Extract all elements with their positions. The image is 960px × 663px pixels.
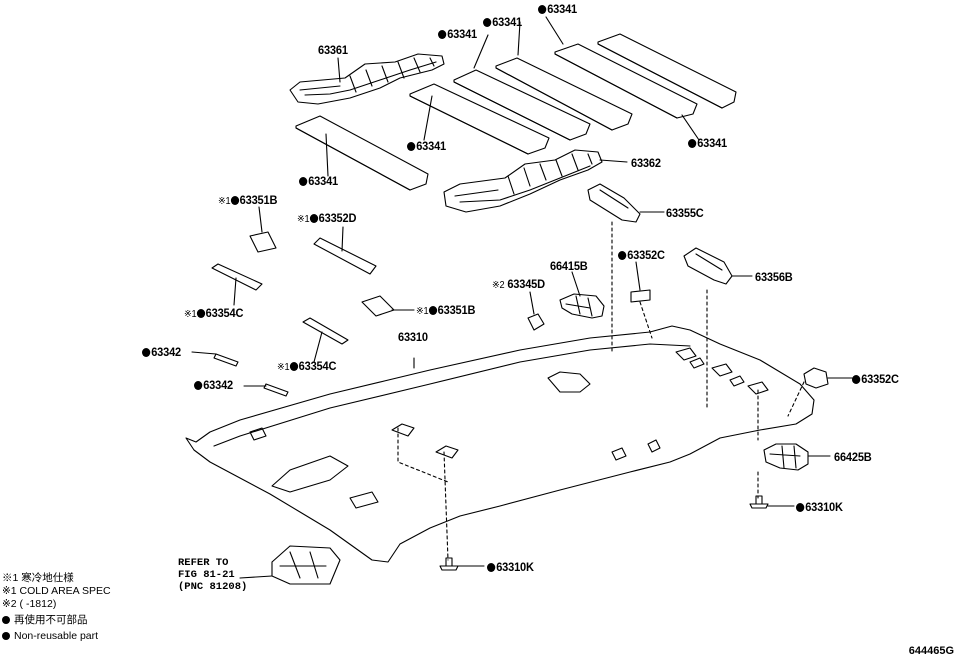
strip-63342-upper [213, 353, 239, 367]
part-label-63341-c[interactable]: 63341 [438, 27, 477, 41]
headliner-63310 [185, 325, 815, 563]
non-reusable-dot-icon [618, 251, 627, 260]
roof-strip-63341-3 [495, 57, 633, 131]
non-reusable-dot-icon [538, 5, 547, 14]
non-reusable-dot-icon [487, 563, 496, 572]
roof-strip-63341-4 [453, 69, 591, 141]
part-label-66425B[interactable]: 66425B [834, 450, 872, 464]
part-label-63342-lower[interactable]: 63342 [194, 378, 233, 392]
part-label-63342-upper[interactable]: 63342 [142, 345, 181, 359]
figure-id: 644465G [908, 645, 954, 657]
foam-block-63361 [289, 53, 445, 105]
non-reusable-dot-icon [194, 381, 203, 390]
part-label-63352C-right[interactable]: 63352C [852, 372, 899, 386]
pad-63354C-upper [211, 263, 263, 291]
bracket-66425B [763, 443, 809, 471]
part-label-63361[interactable]: 63361 [318, 43, 348, 57]
non-reusable-dot-icon [299, 177, 308, 186]
non-reusable-dot-icon [309, 214, 318, 223]
pad-63354C-lower [302, 317, 349, 345]
part-label-63362[interactable]: 63362 [631, 156, 661, 170]
part-label-63356B[interactable]: 63356B [755, 270, 793, 284]
non-reusable-dot-icon [407, 142, 416, 151]
part-label-63352C-upper[interactable]: 63352C [618, 248, 665, 262]
part-label-63341-e[interactable]: 63341 [688, 136, 727, 150]
non-reusable-dot-icon [796, 503, 805, 512]
legend-dot-en: Non-reusable part [2, 630, 98, 643]
legend-mark2: ※2 ( -1812) [2, 598, 57, 610]
legend-mark1-en: ※1 COLD AREA SPEC [2, 585, 111, 597]
screw-63310K-right [749, 495, 769, 509]
dome-lamp-reference [271, 545, 341, 585]
roof-strip-63341-6 [295, 115, 429, 191]
non-reusable-dot-icon [438, 30, 447, 39]
pad-63352C-right [803, 367, 829, 389]
non-reusable-dot-icon [483, 18, 492, 27]
roof-strip-63341-2 [554, 43, 698, 119]
pad-63351B-upper [249, 231, 277, 253]
pad-63345D [527, 313, 545, 331]
part-label-63341-f[interactable]: 63341 [299, 174, 338, 188]
part-label-63310K-right[interactable]: 63310K [796, 500, 843, 514]
non-reusable-dot-icon [230, 196, 239, 205]
non-reusable-dot-icon [196, 309, 205, 318]
pad-63351B-lower [361, 295, 395, 317]
legend-mark1-jp: ※1 寒冷地仕様 [2, 572, 74, 584]
holder-63355C [587, 183, 641, 223]
part-label-63341-b[interactable]: 63341 [483, 15, 522, 29]
screw-63310K-center [439, 557, 459, 571]
part-label-63310[interactable]: 63310 [398, 330, 428, 344]
roof-strip-63341-5 [409, 83, 550, 155]
non-reusable-dot-icon [2, 632, 10, 640]
non-reusable-dot-icon [289, 362, 298, 371]
roof-strip-63341-1 [597, 33, 737, 109]
foam-block-63362 [443, 149, 603, 213]
non-reusable-dot-icon [142, 348, 151, 357]
reference-note[interactable]: REFER TO FIG 81-21 (PNC 81208) [178, 557, 248, 593]
legend-dot-jp: 再使用不可部品 [2, 614, 88, 627]
part-label-63355C[interactable]: 63355C [666, 206, 704, 220]
part-label-63341-top[interactable]: 63341 [538, 2, 577, 16]
pad-63352C-upper [630, 289, 651, 303]
non-reusable-dot-icon [688, 139, 697, 148]
non-reusable-dot-icon [852, 375, 861, 384]
holder-63356B [683, 247, 733, 285]
non-reusable-dot-icon [428, 306, 437, 315]
part-label-63341-d[interactable]: 63341 [407, 139, 446, 153]
part-label-63345D[interactable]: ※2 63345D [492, 277, 545, 291]
part-label-63310K-center[interactable]: 63310K [487, 560, 534, 574]
non-reusable-dot-icon [2, 616, 10, 624]
bracket-66415B [559, 293, 605, 319]
pad-63352D [313, 237, 377, 275]
part-label-66415B[interactable]: 66415B [550, 259, 588, 273]
strip-63342-lower [263, 383, 289, 397]
